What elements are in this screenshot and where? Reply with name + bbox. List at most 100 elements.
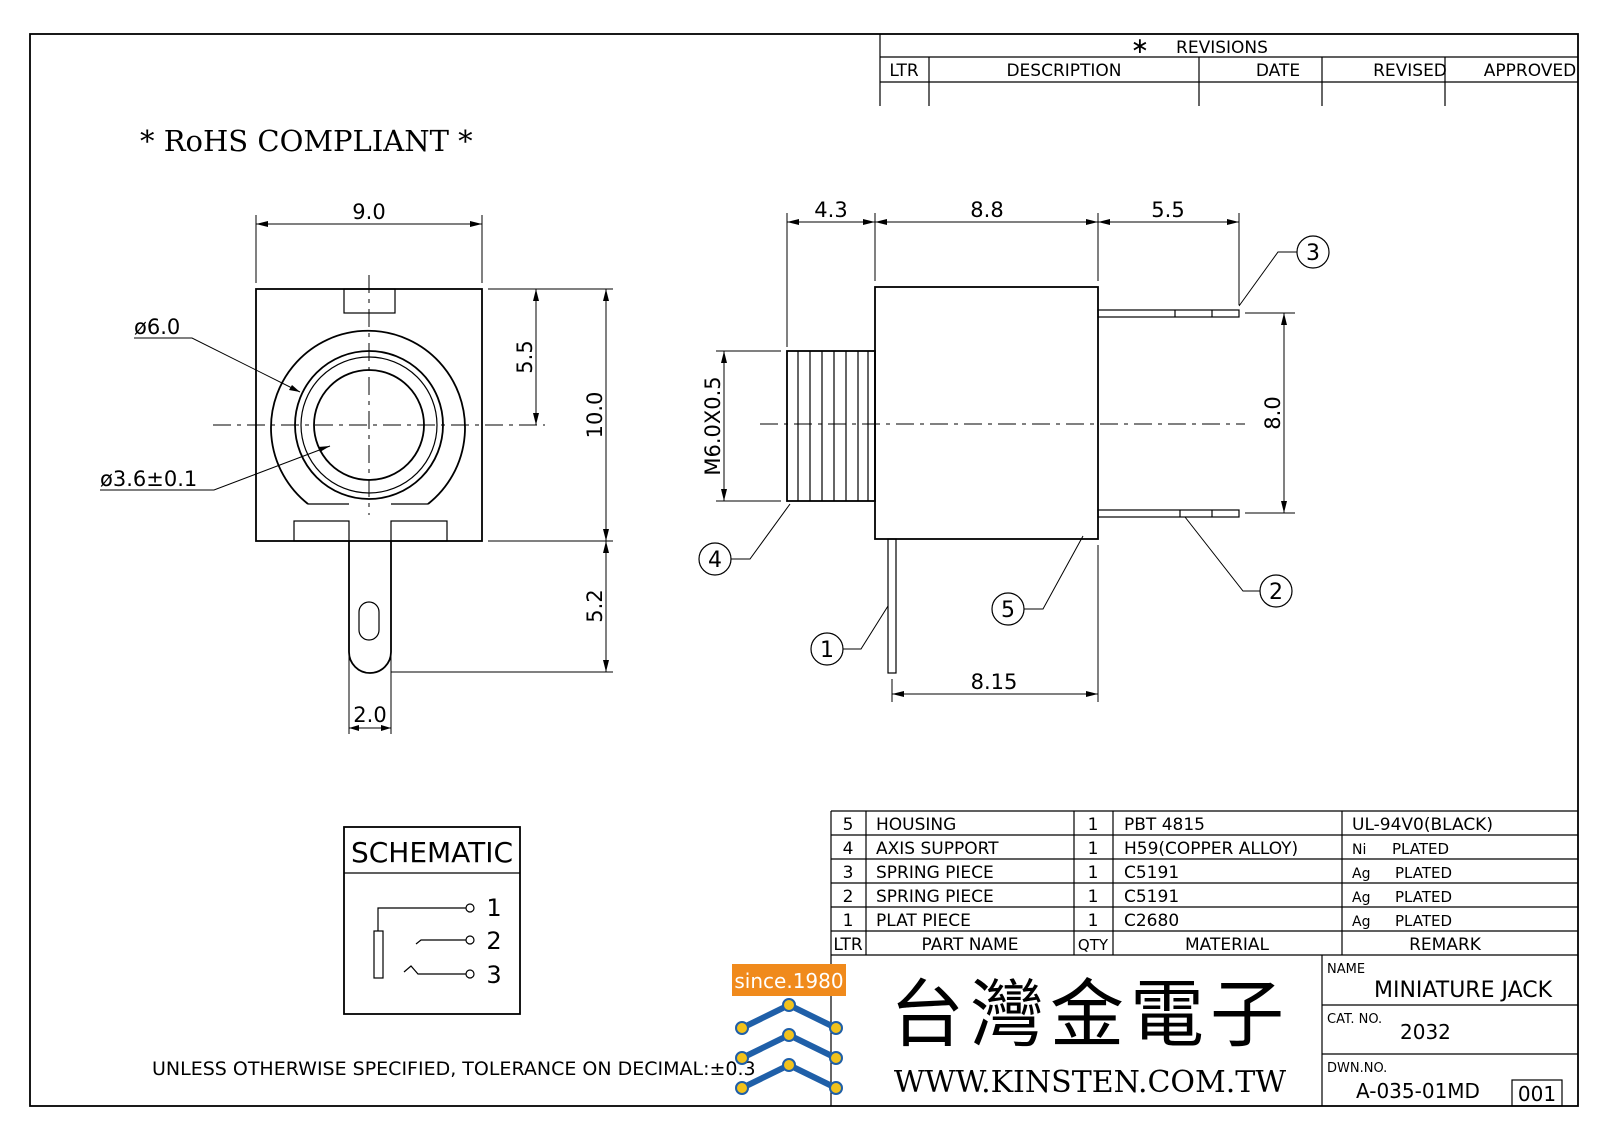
- front-bottom-tab-right: [390, 520, 448, 542]
- dwn-no: A-035-01MD: [1356, 1079, 1480, 1103]
- schematic-title: SCHEMATIC: [351, 836, 513, 869]
- svg-text:QTY: QTY: [1078, 936, 1109, 954]
- svg-text:PLAT PIECE: PLAT PIECE: [876, 911, 971, 931]
- svg-text:1: 1: [1088, 839, 1099, 859]
- svg-text:4: 4: [708, 548, 722, 573]
- dim-body-height: 10.0: [583, 392, 607, 439]
- side-thread: [786, 350, 876, 502]
- svg-text:C5191: C5191: [1124, 887, 1179, 907]
- rev-col-ltr: LTR: [889, 61, 919, 81]
- revisions-title: REVISIONS: [1176, 38, 1268, 58]
- svg-text:2: 2: [1269, 580, 1283, 605]
- side-view: 4.3 8.8 5.5 8.0 M6.0X0.5 8.15 1 2: [698, 198, 1330, 702]
- svg-text:PLATED: PLATED: [1392, 840, 1449, 858]
- dim-thread-length: 4.3: [814, 198, 847, 222]
- drawing-name: MINIATURE JACK: [1374, 978, 1553, 1003]
- bom-row: 3 SPRING PIECE 1 C5191 Ag PLATED: [843, 863, 1452, 883]
- svg-text:SPRING PIECE: SPRING PIECE: [876, 887, 994, 907]
- company-website: WWW.KINSTEN.COM.TW: [894, 1065, 1286, 1100]
- svg-text:Ag: Ag: [1352, 866, 1370, 882]
- dim-pin-length: 5.2: [583, 589, 607, 622]
- callout-1: 1: [810, 605, 889, 666]
- tolerance-note: UNLESS OTHERWISE SPECIFIED, TOLERANCE ON…: [152, 1058, 756, 1080]
- dim-thread-spec: M6.0X0.5: [701, 376, 725, 475]
- schematic-pin-3: 3: [486, 961, 501, 989]
- front-outer-ring: [270, 329, 466, 505]
- bom-row: 4 AXIS SUPPORT 1 H59(COPPER ALLOY) Ni PL…: [843, 839, 1449, 859]
- bom-row: 5 HOUSING 1 PBT 4815 UL-94V0(BLACK): [843, 815, 1493, 835]
- bom-row: 2 SPRING PIECE 1 C5191 Ag PLATED: [843, 887, 1452, 907]
- dim-width: 9.0: [352, 200, 385, 224]
- dim-pin-projection: 5.5: [1151, 198, 1184, 222]
- svg-text:1: 1: [1088, 887, 1099, 907]
- svg-text:PLATED: PLATED: [1395, 864, 1452, 882]
- dim-base-length: 8.15: [971, 670, 1018, 694]
- title-block: NAME MINIATURE JACK CAT. NO. 2032 DWN.NO…: [732, 955, 1578, 1107]
- callout-5: 5: [991, 535, 1084, 626]
- schematic-pin-1: 1: [486, 894, 501, 922]
- callout-3: 3: [1238, 235, 1330, 307]
- callout-2: 2: [1184, 516, 1293, 608]
- schematic: SCHEMATIC 1 2 3: [343, 826, 521, 1015]
- svg-text:AXIS SUPPORT: AXIS SUPPORT: [876, 839, 999, 859]
- svg-text:UL-94V0(BLACK): UL-94V0(BLACK): [1352, 815, 1493, 835]
- schematic-pin-2: 2: [486, 927, 501, 955]
- svg-text:SPRING PIECE: SPRING PIECE: [876, 863, 994, 883]
- svg-text:5: 5: [1001, 598, 1015, 623]
- bom-table: 5 HOUSING 1 PBT 4815 UL-94V0(BLACK) 4 AX…: [830, 810, 1578, 1106]
- svg-text:5: 5: [843, 815, 854, 835]
- cat-no: 2032: [1400, 1020, 1451, 1044]
- dwn-no-label: DWN.NO.: [1327, 1061, 1387, 1076]
- svg-text:1: 1: [843, 911, 854, 931]
- dim-pin-spacing: 8.0: [1261, 396, 1285, 429]
- front-pin-hole: [358, 601, 380, 641]
- revisions-mark: ∗: [1131, 34, 1149, 59]
- bom-row: 1 PLAT PIECE 1 C2680 Ag PLATED: [843, 911, 1452, 931]
- rev-col-approved: APPROVED: [1484, 61, 1577, 81]
- dim-dia-inner: ø3.6±0.1: [100, 467, 197, 491]
- svg-text:Ag: Ag: [1352, 890, 1370, 906]
- svg-text:1: 1: [1088, 911, 1099, 931]
- dim-body-length: 8.8: [970, 198, 1003, 222]
- svg-text:PLATED: PLATED: [1395, 912, 1452, 930]
- dim-pin-width: 2.0: [353, 703, 386, 727]
- side-pin-3: [1097, 309, 1240, 318]
- svg-text:Ag: Ag: [1352, 914, 1370, 930]
- svg-text:MATERIAL: MATERIAL: [1185, 935, 1270, 955]
- svg-text:REMARK: REMARK: [1409, 935, 1482, 955]
- revisions-table: ∗ REVISIONS LTR DESCRIPTION DATE REVISED…: [879, 34, 1578, 106]
- dim-dia-outer: ø6.0: [134, 315, 180, 339]
- sheet-number-box: [1511, 1079, 1563, 1107]
- svg-text:1: 1: [820, 638, 834, 663]
- side-plat-piece: [887, 538, 897, 674]
- svg-text:C5191: C5191: [1124, 863, 1179, 883]
- logo-since: since.1980: [734, 969, 843, 993]
- bom-header: LTR PART NAME QTY MATERIAL REMARK: [833, 935, 1481, 955]
- sheet-border: [29, 33, 1579, 1107]
- rev-col-description: DESCRIPTION: [1006, 61, 1121, 81]
- dim-center-height: 5.5: [513, 340, 537, 373]
- schematic-contact: [373, 930, 384, 979]
- side-body-outline: [874, 286, 1099, 540]
- company-logo: since.1980: [732, 964, 846, 1095]
- front-pin: [348, 541, 392, 674]
- callout-4: 4: [698, 503, 791, 576]
- svg-text:LTR: LTR: [833, 935, 863, 955]
- cat-no-label: CAT. NO.: [1327, 1012, 1382, 1027]
- rohs-note: * RoHS COMPLIANT *: [140, 124, 473, 158]
- name-label: NAME: [1327, 962, 1365, 977]
- svg-text:1: 1: [1088, 863, 1099, 883]
- side-pin-2: [1097, 509, 1240, 518]
- svg-text:4: 4: [843, 839, 854, 859]
- front-bottom-tab-left: [293, 520, 350, 542]
- svg-text:C2680: C2680: [1124, 911, 1179, 931]
- sheet-number: 001: [1518, 1082, 1556, 1106]
- svg-text:PLATED: PLATED: [1395, 888, 1452, 906]
- rev-col-revised: REVISED: [1373, 61, 1447, 81]
- front-view: 9.0 5.5 10.0 5.2 2.0 ø6.0 ø3.6±0.1: [100, 200, 613, 734]
- svg-text:Ni: Ni: [1352, 842, 1366, 858]
- svg-text:PART NAME: PART NAME: [922, 935, 1019, 955]
- company-name-chinese: 台灣金電子: [890, 972, 1290, 1058]
- svg-text:2: 2: [843, 887, 854, 907]
